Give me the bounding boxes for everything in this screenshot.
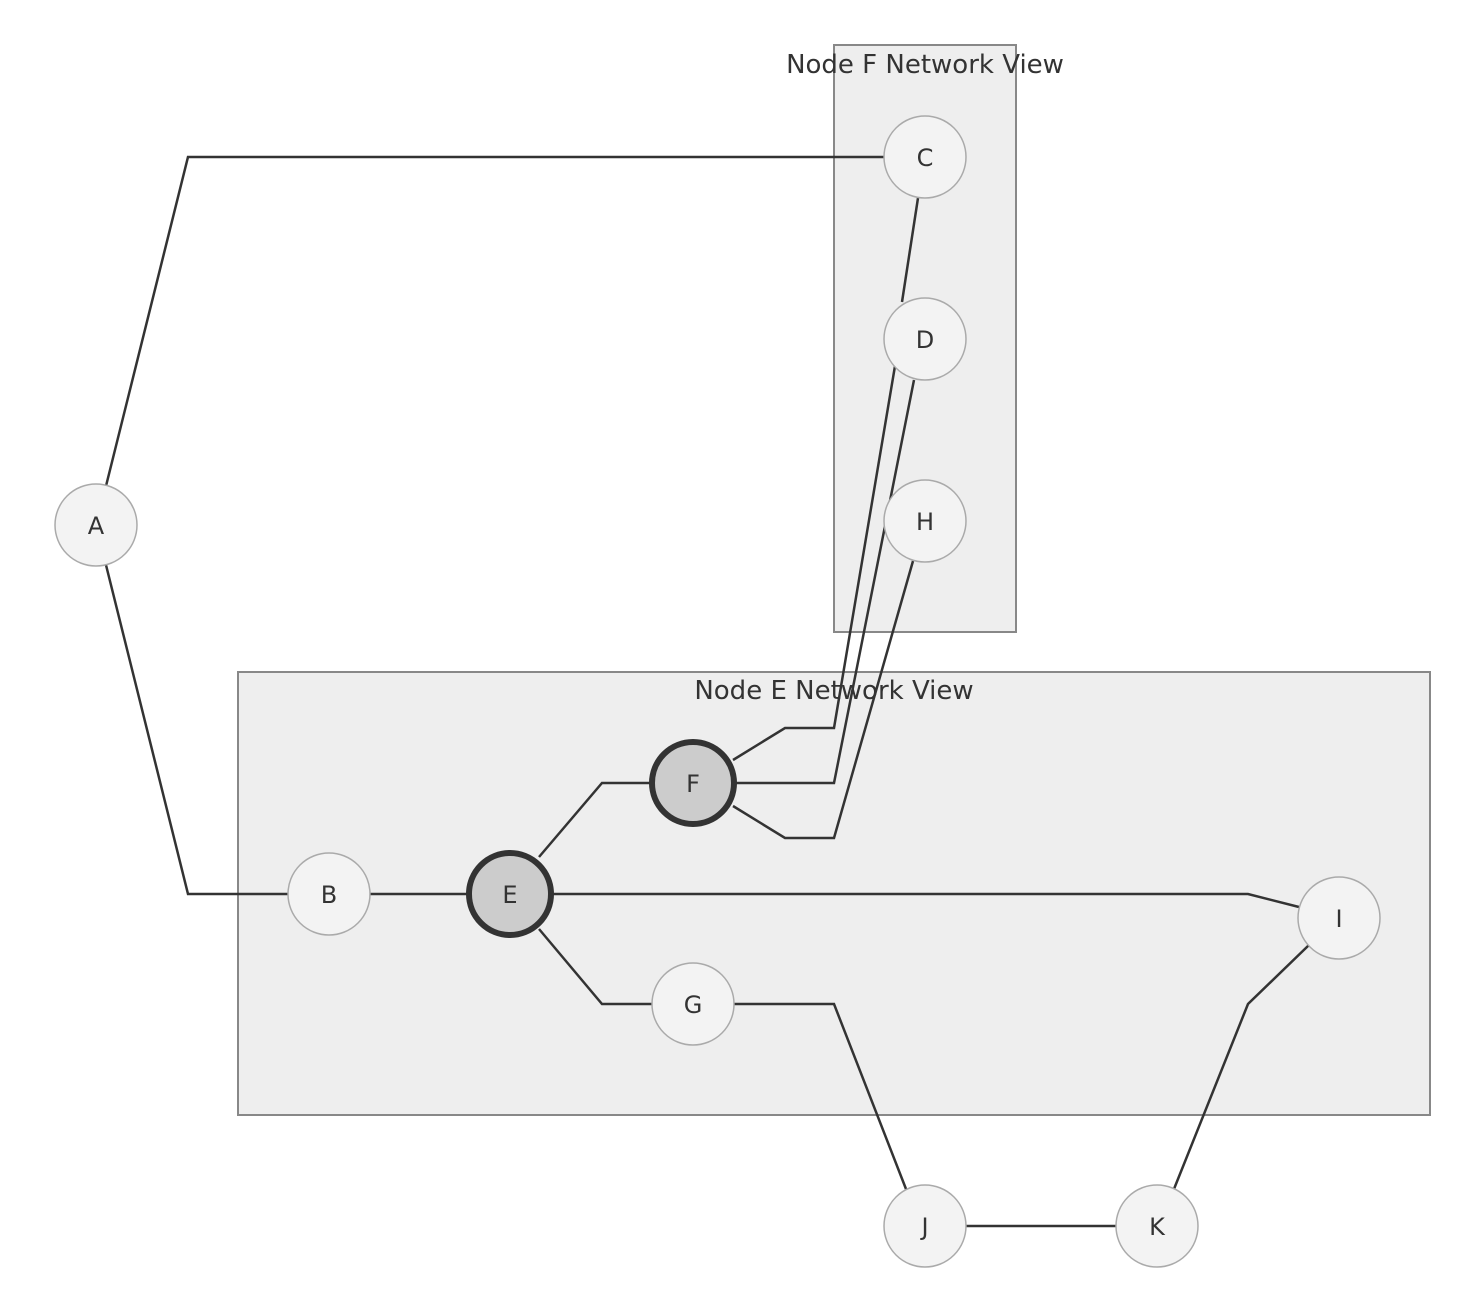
edge-a-c	[104, 155, 884, 487]
edges	[104, 155, 1310, 1228]
edge-e-f	[538, 781, 650, 858]
node-c-label: C	[917, 144, 934, 172]
node-i[interactable]: I	[1297, 876, 1381, 960]
node-b[interactable]: B	[287, 852, 371, 936]
edge-a-b	[104, 564, 288, 896]
edge-c-d	[900, 197, 920, 303]
node-f-label: F	[686, 770, 700, 798]
node-d-label: D	[916, 326, 934, 354]
node-b-label: B	[321, 881, 337, 909]
edge-g-j	[734, 1002, 908, 1190]
node-g-label: G	[684, 991, 703, 1019]
node-h[interactable]: H	[883, 479, 967, 563]
edge-e-g	[538, 928, 652, 1006]
node-k-circle	[1115, 1184, 1199, 1268]
node-f-circle	[649, 739, 737, 827]
node-j-circle	[883, 1184, 967, 1268]
node-e-circle	[466, 850, 554, 938]
node-a-label: A	[88, 512, 105, 540]
node-b-circle	[287, 852, 371, 936]
node-i-circle	[1297, 876, 1381, 960]
node-k[interactable]: K	[1115, 1184, 1199, 1268]
node-d-circle	[883, 297, 967, 381]
node-f[interactable]: F	[649, 739, 737, 827]
node-k-label: K	[1149, 1213, 1166, 1241]
node-d[interactable]: D	[883, 297, 967, 381]
cluster-node-f-view-title: Node F Network View	[786, 50, 1064, 80]
edge-f-c	[732, 365, 897, 762]
node-a-circle	[54, 483, 138, 567]
node-h-circle	[883, 479, 967, 563]
cluster-node-e-view-title: Node E Network View	[694, 676, 973, 706]
edge-e-i	[552, 892, 1300, 909]
node-h-label: H	[916, 508, 934, 536]
node-c-circle	[883, 115, 967, 199]
edge-k-i	[1172, 944, 1310, 1190]
node-a[interactable]: A	[54, 483, 138, 567]
node-i-label: I	[1335, 905, 1342, 933]
node-g-circle	[651, 962, 735, 1046]
node-j[interactable]: J	[883, 1184, 967, 1268]
node-c[interactable]: C	[883, 115, 967, 199]
node-j-label: J	[919, 1213, 928, 1241]
node-g[interactable]: G	[651, 962, 735, 1046]
edge-f-h	[732, 560, 915, 840]
node-e-label: E	[502, 881, 517, 909]
node-e[interactable]: E	[466, 850, 554, 938]
